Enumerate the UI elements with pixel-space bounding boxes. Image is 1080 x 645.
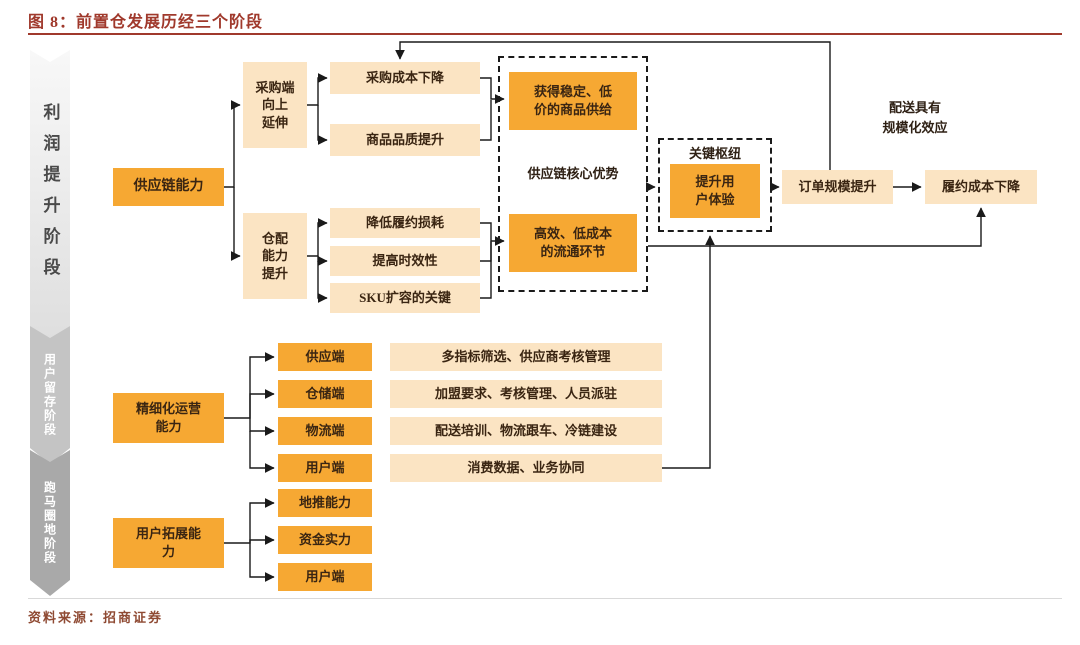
procurement-extension-box: 采购端 向上 延伸	[243, 62, 307, 148]
timeliness-box: 提高时效性	[330, 246, 480, 276]
ground-promotion-box: 地推能力	[278, 489, 372, 517]
footer-divider	[28, 598, 1062, 599]
sku-expansion-box: SKU扩容的关键	[330, 283, 480, 313]
delivery-scale-effect-note: 配送具有 规模化效应	[882, 100, 948, 135]
figure-title: 图 8：前置仓发展历经三个阶段	[28, 14, 264, 31]
operation-row-supply-desc: 多指标筛选、供应商考核管理	[390, 343, 662, 371]
source-note: 资料来源：招商证券	[28, 610, 164, 625]
operation-row-warehouse-desc: 加盟要求、考核管理、人员派驻	[390, 380, 662, 408]
reduce-loss-box: 降低履约损耗	[330, 208, 480, 238]
supply-chain-capability-box: 供应链能力	[113, 168, 224, 206]
stage-label-retention: 用户留存阶段	[42, 353, 57, 437]
fulfill-cost-down-box: 履约成本下降	[925, 170, 1037, 204]
user-experience-box: 提升用 户体验	[670, 164, 760, 218]
user-expansion-box: 用户拓展能 力	[113, 518, 224, 568]
order-scale-box: 订单规模提升	[782, 170, 893, 204]
warehouse-capability-box: 仓配 能力 提升	[243, 213, 307, 299]
operation-row-logistics-desc: 配送培训、物流跟车、冷链建设	[390, 417, 662, 445]
key-hub-dashed-box: 关键枢纽 提升用 户体验	[658, 138, 772, 232]
efficient-flow-box: 高效、低成本 的流通环节	[509, 214, 637, 272]
title-underline	[28, 33, 1062, 35]
core-advantage-label: 供应链核心优势	[527, 166, 619, 181]
stage-label-profit: 利润提升阶段	[40, 103, 60, 289]
operation-row-user-tag: 用户端	[278, 454, 372, 482]
stable-supply-box: 获得稳定、低 价的商品供给	[509, 72, 637, 130]
operation-row-warehouse-tag: 仓储端	[278, 380, 372, 408]
procurement-cost-down-box: 采购成本下降	[330, 62, 480, 94]
operation-row-supply-tag: 供应端	[278, 343, 372, 371]
stage-label-landgrab: 跑马圈地阶段	[42, 481, 57, 565]
user-side-box: 用户端	[278, 563, 372, 591]
operation-row-logistics-tag: 物流端	[278, 417, 372, 445]
refined-operation-box: 精细化运营 能力	[113, 393, 224, 443]
stage-arrow-retention: 用户留存阶段	[30, 326, 70, 464]
stage-arrow-landgrab: 跑马圈地阶段	[30, 450, 70, 596]
key-hub-label: 关键枢纽	[688, 146, 741, 161]
capital-strength-box: 资金实力	[278, 526, 372, 554]
stage-arrow-profit: 利润提升阶段	[30, 50, 70, 342]
product-quality-up-box: 商品品质提升	[330, 124, 480, 156]
operation-row-user-desc: 消费数据、业务协同	[390, 454, 662, 482]
core-advantage-dashed-box: 获得稳定、低 价的商品供给 供应链核心优势 高效、低成本 的流通环节	[498, 56, 648, 292]
